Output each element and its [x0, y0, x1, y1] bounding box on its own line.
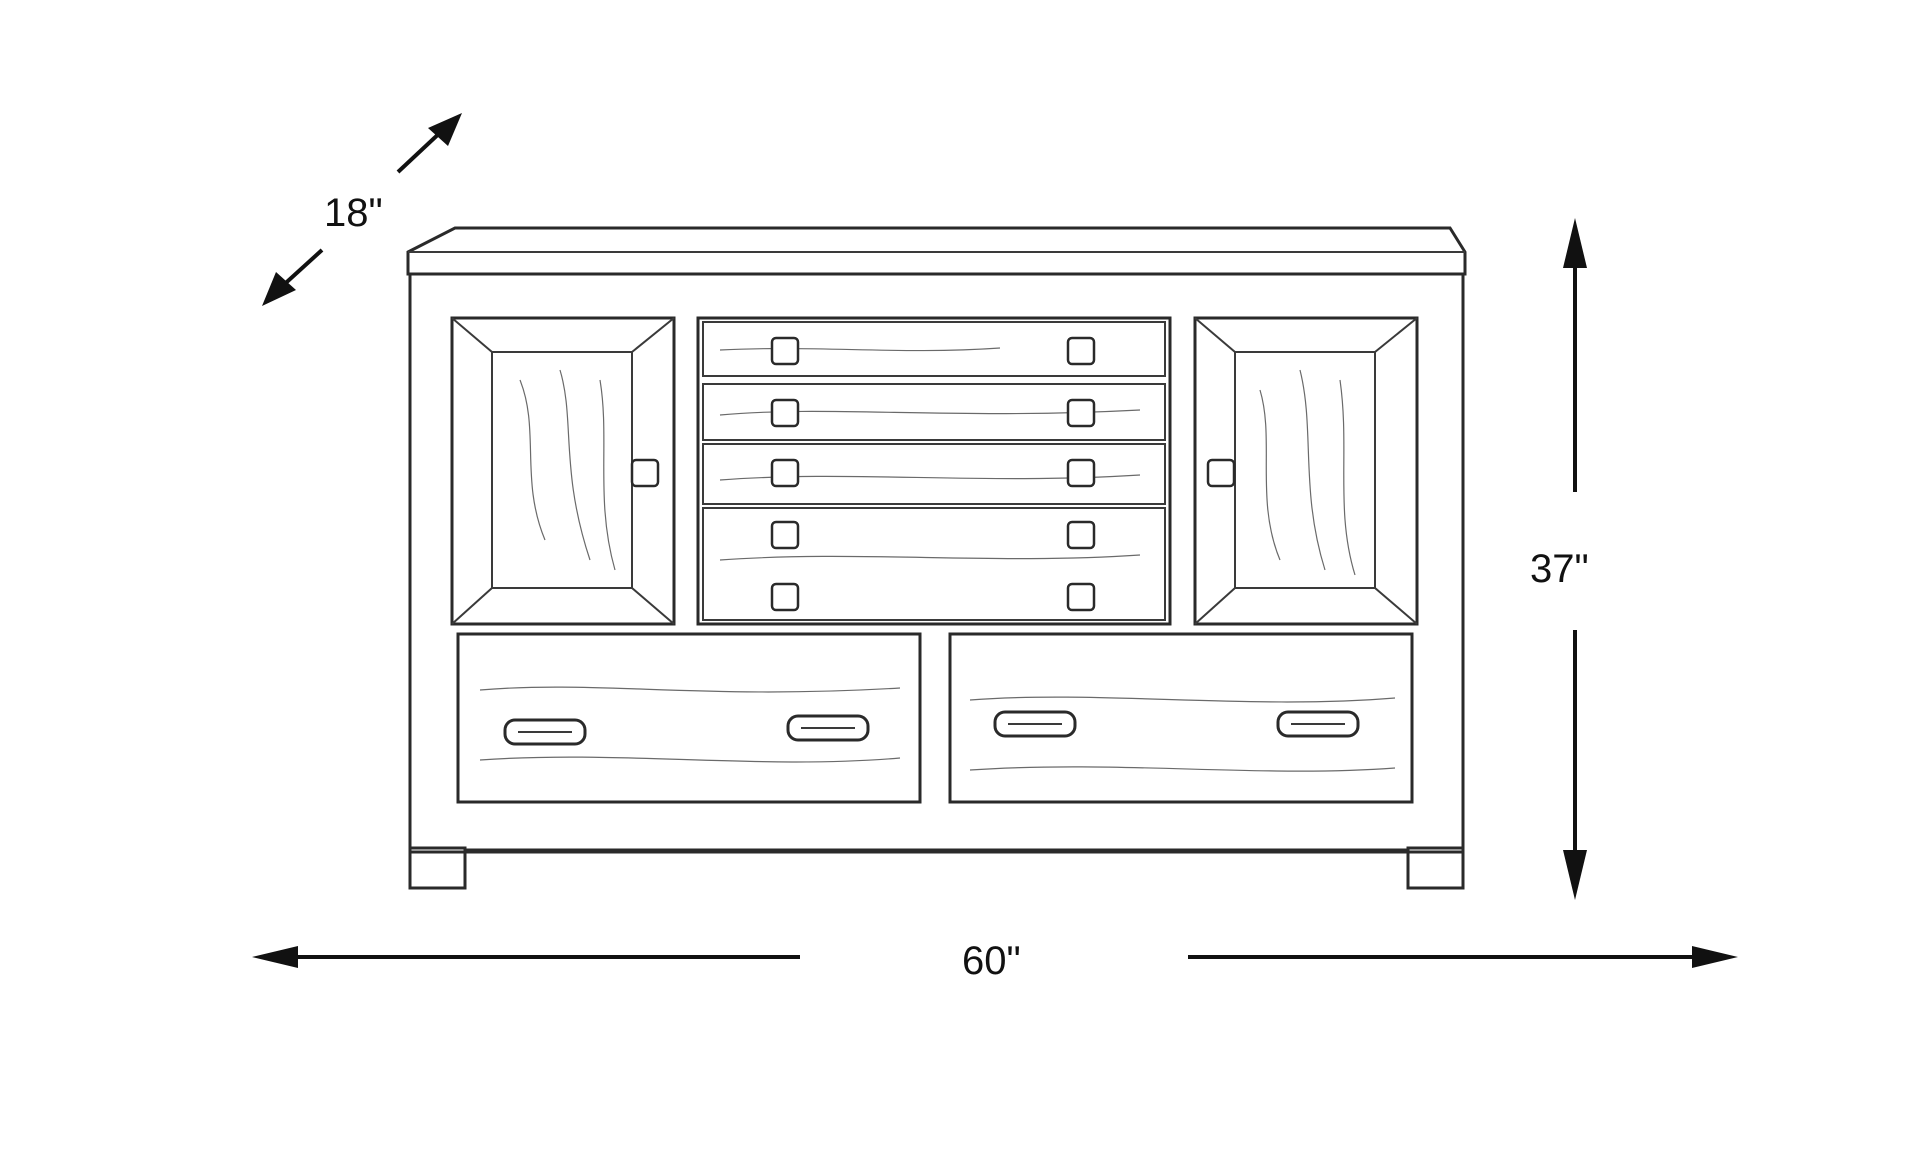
left-leg — [408, 846, 467, 890]
left-door — [450, 316, 676, 626]
drawer-knob — [1066, 520, 1096, 550]
width-dimension: 60" — [252, 939, 1738, 983]
drawer-knob — [1066, 336, 1096, 366]
left-drawer-pull-1 — [503, 718, 587, 746]
depth-dimension: 18" — [262, 113, 462, 306]
right-leg — [1406, 846, 1465, 890]
depth-label: 18" — [324, 191, 383, 235]
drawer-knob — [770, 398, 800, 428]
drawer-knob — [770, 582, 800, 612]
bottom-drawers — [456, 632, 1414, 804]
left-drawer-pull-2 — [786, 714, 870, 742]
right-door — [1193, 316, 1419, 626]
sideboard-body — [408, 272, 1465, 854]
drawer-knob — [1066, 582, 1096, 612]
width-label: 60" — [962, 939, 1021, 983]
drawer-knob — [1066, 398, 1096, 428]
height-dimension: 37" — [1530, 218, 1589, 900]
height-label: 37" — [1530, 547, 1589, 591]
right-door-knob — [1206, 458, 1236, 488]
right-drawer-pull-2 — [1276, 710, 1360, 738]
drawer-knob — [770, 520, 800, 550]
left-door-knob — [630, 458, 660, 488]
drawer-knob — [1066, 458, 1096, 488]
sideboard-drawing — [406, 226, 1467, 890]
drawer-knob — [770, 458, 800, 488]
drawer-knob — [770, 336, 800, 366]
center-drawers — [696, 316, 1172, 626]
right-drawer-pull-1 — [993, 710, 1077, 738]
